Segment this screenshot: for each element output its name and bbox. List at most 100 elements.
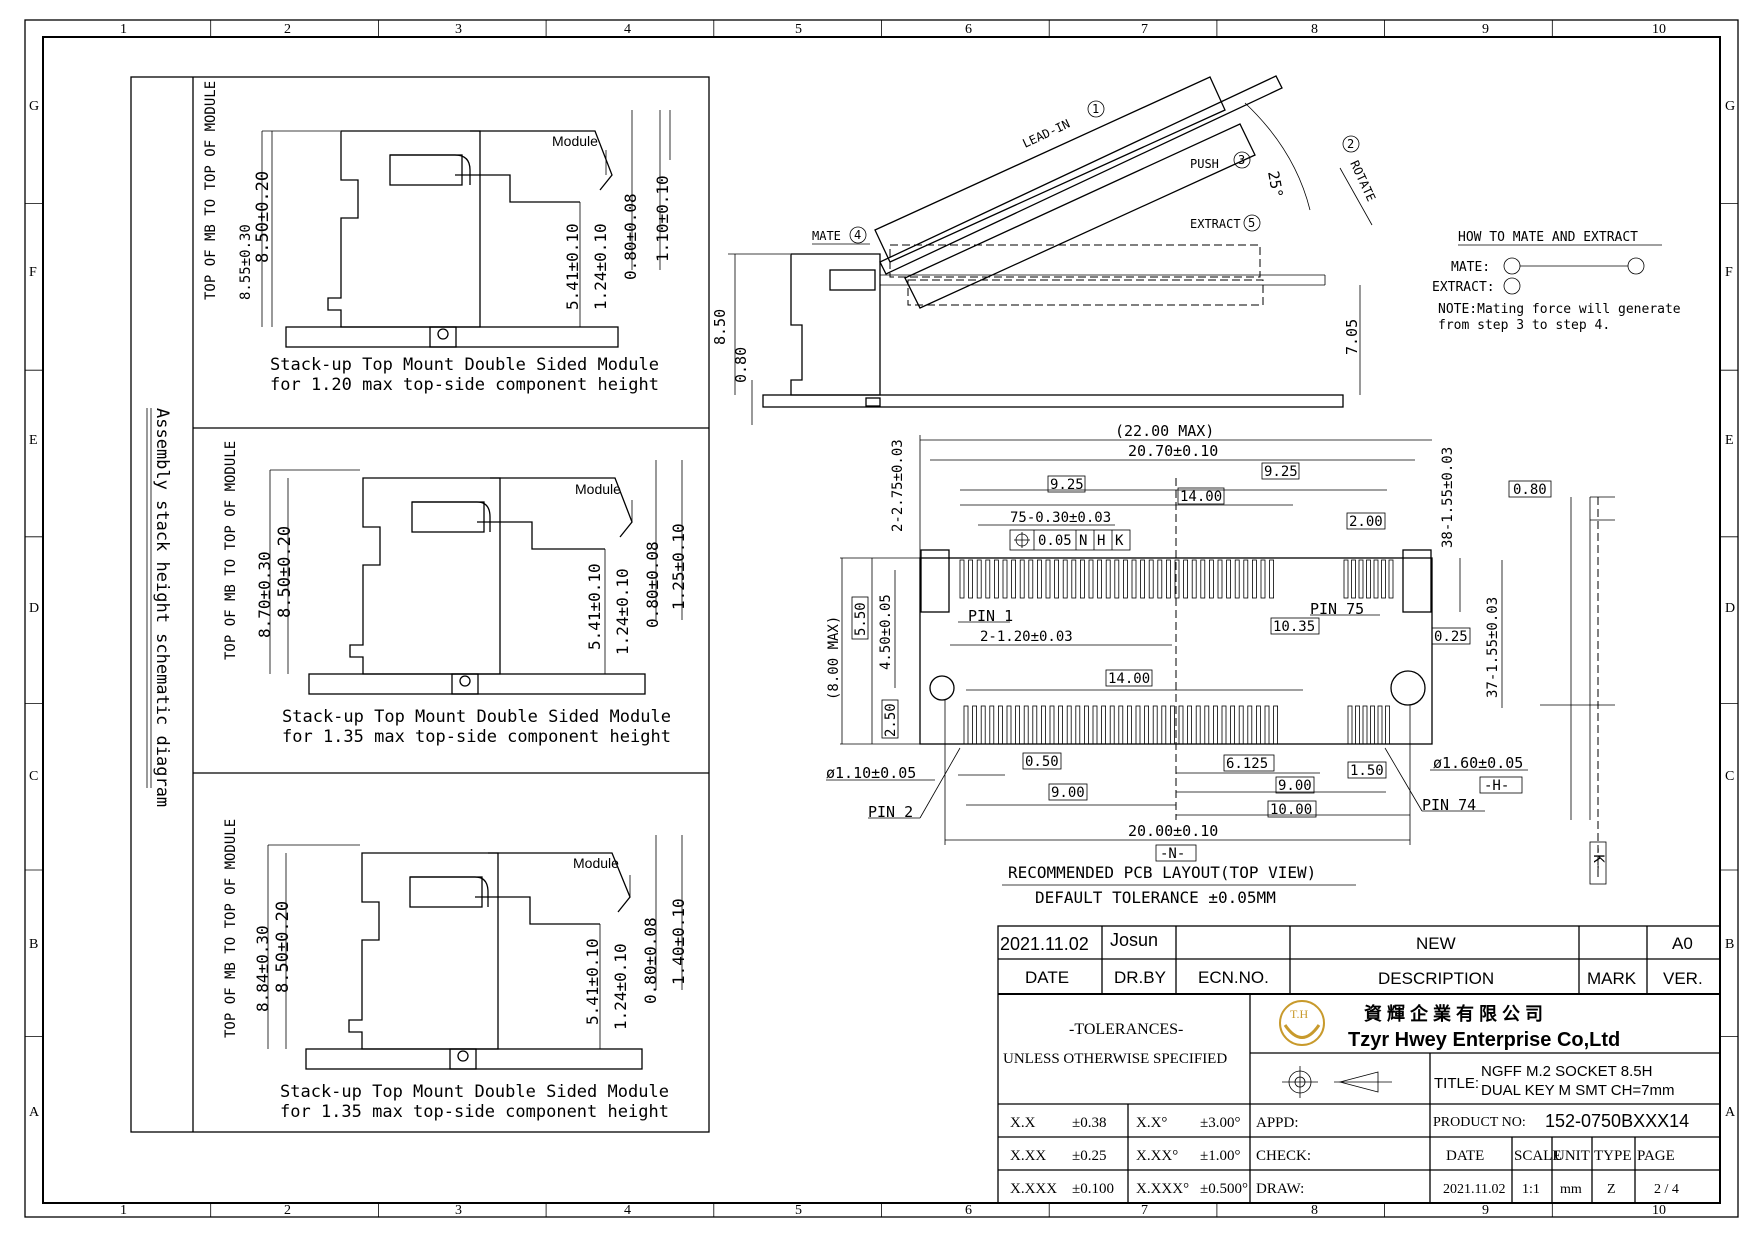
pad bbox=[1037, 559, 1042, 599]
pad bbox=[1243, 559, 1249, 599]
pad bbox=[1200, 559, 1206, 599]
tolerance-cell: ±0.25 bbox=[1072, 1148, 1106, 1164]
rotate-label: ROTATE bbox=[1347, 158, 1378, 203]
fcf-value: 0.05 bbox=[1038, 533, 1072, 549]
grid-row-label: B bbox=[1725, 937, 1734, 952]
f-type: TYPE bbox=[1594, 1148, 1632, 1164]
dim-250: 2.50 bbox=[883, 703, 899, 737]
grid-col-label: 7 bbox=[1141, 1203, 1148, 1218]
tolerance-cell: X.XX bbox=[1010, 1148, 1046, 1164]
pad bbox=[1019, 559, 1025, 599]
pad bbox=[1135, 705, 1141, 745]
fcf-h: H bbox=[1097, 533, 1105, 549]
stack-caption-1: Stack-up Top Mount Double Sided Module bbox=[280, 1082, 669, 1102]
grid-col-label: 2 bbox=[284, 1203, 291, 1218]
pin-74: PIN 74 bbox=[1422, 796, 1476, 814]
stack-dim-d: 1.40±0.10 bbox=[669, 898, 688, 985]
stack-dim-b: 1.24±0.10 bbox=[611, 943, 630, 1030]
stack-dim-label: TOP OF MB TO TOP OF MODULE bbox=[223, 441, 239, 660]
grid-col-label: 8 bbox=[1311, 1203, 1318, 1218]
pad bbox=[1049, 705, 1055, 745]
pad bbox=[1183, 559, 1188, 599]
pad bbox=[1045, 559, 1051, 599]
h-desc: DESCRIPTION bbox=[1378, 969, 1494, 988]
grid-col-label: 10 bbox=[1652, 22, 1666, 37]
pad bbox=[1118, 705, 1124, 745]
pad bbox=[1269, 559, 1274, 599]
stack-dim-d: 1.10±0.10 bbox=[653, 175, 672, 262]
grid-row-label: D bbox=[1725, 601, 1735, 616]
rev-date: 2021.11.02 bbox=[1000, 934, 1089, 954]
pad bbox=[976, 559, 982, 599]
module-label: Module bbox=[575, 481, 621, 497]
grid-col-label: 8 bbox=[1311, 22, 1318, 37]
tolerance-cell: APPD: bbox=[1256, 1115, 1299, 1131]
pad bbox=[1066, 705, 1072, 745]
pad bbox=[1088, 559, 1094, 599]
tolerance-cell: X.X° bbox=[1136, 1115, 1167, 1131]
grid-col-label: 6 bbox=[965, 1203, 972, 1218]
note-1: NOTE:Mating force will generate bbox=[1438, 302, 1681, 317]
pad bbox=[994, 559, 999, 599]
tolerance-cell: ±0.100 bbox=[1072, 1181, 1114, 1197]
howto-extract: EXTRACT: bbox=[1432, 280, 1495, 295]
pad bbox=[1230, 705, 1235, 745]
pads-top bbox=[959, 559, 1394, 599]
pin-2: PIN 2 bbox=[868, 803, 913, 821]
stackup-2: Module TOP OF MB TO TOP OF MODULE 8.70±0… bbox=[223, 441, 688, 747]
stack-caption-2: for 1.35 max top-side component height bbox=[280, 1102, 669, 1122]
push-label: PUSH bbox=[1190, 157, 1219, 171]
pad bbox=[1015, 705, 1020, 745]
tolerance-cell: X.XXX° bbox=[1136, 1181, 1189, 1197]
h-ver: VER. bbox=[1663, 969, 1703, 988]
pad bbox=[980, 705, 986, 745]
title-2: DUAL KEY M SMT CH=7mm bbox=[1481, 1082, 1675, 1099]
pad bbox=[1388, 559, 1394, 599]
dim-6125: 6.125 bbox=[1226, 756, 1268, 772]
pad bbox=[1161, 705, 1167, 745]
step-4: 4 bbox=[854, 228, 861, 242]
grid-row-label: A bbox=[1725, 1105, 1736, 1120]
pad bbox=[1252, 559, 1257, 599]
stack-dim-c: 0.80±0.08 bbox=[643, 541, 662, 628]
pad bbox=[1347, 705, 1353, 745]
pad bbox=[1221, 705, 1227, 745]
extract-label: EXTRACT bbox=[1190, 217, 1241, 231]
rec-title: RECOMMENDED PCB LAYOUT(TOP VIEW) bbox=[1008, 863, 1316, 882]
pad bbox=[1080, 559, 1085, 599]
pad bbox=[1123, 559, 1128, 599]
grid-col-label: 3 bbox=[455, 1203, 462, 1218]
datum-n: -N- bbox=[1160, 846, 1185, 862]
grid-row-label: C bbox=[29, 769, 38, 784]
h-ecn: ECN.NO. bbox=[1198, 968, 1269, 987]
tol-sub: UNLESS OTHERWISE SPECIFIED bbox=[1003, 1051, 1227, 1067]
grid-row-label: E bbox=[29, 433, 38, 448]
dim-550: 5.50 bbox=[853, 602, 869, 636]
dim-22max: (22.00 MAX) bbox=[1115, 422, 1214, 440]
pad bbox=[1032, 705, 1038, 745]
tolerance-cell: ±0.500° bbox=[1200, 1181, 1248, 1197]
stack-caption-1: Stack-up Top Mount Double Sided Module bbox=[270, 355, 659, 375]
dim-025: 0.25 bbox=[1434, 629, 1468, 645]
dim-925a: 9.25 bbox=[1050, 477, 1084, 493]
pad bbox=[1109, 705, 1115, 745]
dim-200: 2.00 bbox=[1349, 514, 1383, 530]
grid-col-label: 1 bbox=[120, 1203, 127, 1218]
dim-850: 8.50 bbox=[711, 309, 729, 345]
dim-8max: (8.00 MAX) bbox=[826, 616, 842, 700]
pad bbox=[1366, 559, 1371, 599]
pad bbox=[1217, 559, 1223, 599]
dim-900a: 9.00 bbox=[1051, 785, 1085, 801]
pad bbox=[1174, 559, 1180, 599]
pad bbox=[959, 559, 965, 599]
stack-caption-2: for 1.20 max top-side component height bbox=[270, 375, 659, 395]
pad bbox=[1264, 705, 1270, 745]
stackup-panel: Assembly stack height schematic diagram bbox=[130, 76, 710, 1133]
title-block: 2021.11.02 Josun NEW A0 DATE DR.BY ECN.N… bbox=[997, 925, 1721, 1204]
pad bbox=[1127, 705, 1132, 745]
company-en: Tzyr Hwey Enterprise Co,Ltd bbox=[1348, 1029, 1620, 1051]
tolerance-cell: X.X bbox=[1010, 1115, 1036, 1131]
pad bbox=[1381, 559, 1386, 599]
